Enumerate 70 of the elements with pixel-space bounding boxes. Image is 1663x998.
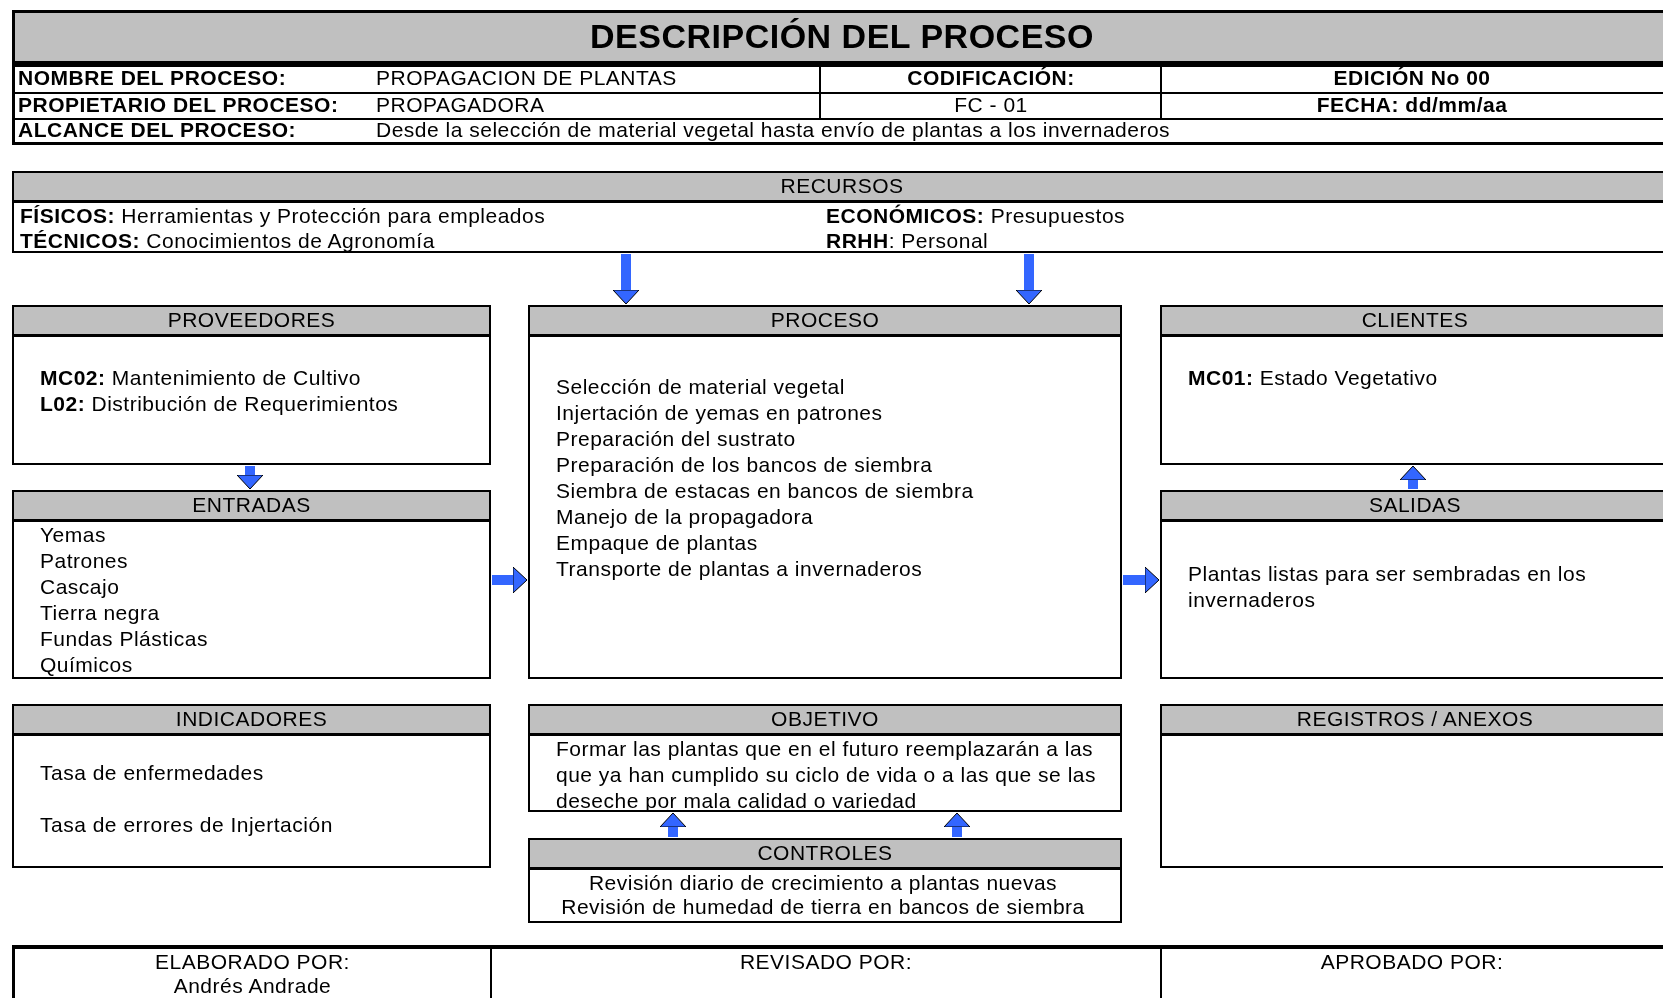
field-value: PROPAGACION DE PLANTAS (376, 66, 677, 89)
item-text: Transporte de plantas a invernaderos (556, 557, 923, 580)
item-text: RRHH: Personal (826, 229, 989, 252)
block-arrow (612, 254, 640, 305)
section-panel (1160, 704, 1663, 868)
section-panel (12, 490, 491, 679)
field-label: ALCANCE DEL PROCESO: (18, 118, 296, 141)
item-text: Preparación de los bancos de siembra (556, 453, 933, 476)
objective-text: Formar las plantas que en el futuro reemplazarán a las que ya han cumplido su ciclo de vida o a las que se las deseche por mala calidad o variedad (556, 737, 1096, 812)
item-text: FÍSICOS: Herramientas y Protección para empleados (20, 204, 546, 227)
item-text: MC01: Estado Vegetativo (1188, 366, 1438, 389)
block-arrow (943, 812, 971, 837)
field-label: CODIFICACIÓN: (907, 66, 1075, 89)
signature-name: Andrés Andrade (173, 974, 332, 997)
block-arrow (492, 566, 528, 594)
section-heading: ENTRADAS (14, 492, 489, 522)
item-text: Manejo de la propagadora (556, 505, 814, 528)
item-text: Selección de material vegetal (556, 375, 845, 398)
item-text: Empaque de plantas (556, 531, 758, 554)
section-heading: REGISTROS / ANEXOS (1162, 706, 1663, 736)
section-panel (528, 305, 1122, 679)
block-arrow (1399, 465, 1427, 489)
section-heading: PROCESO (530, 307, 1120, 337)
section-heading: INDICADORES (14, 706, 489, 736)
section-heading: PROVEEDORES (14, 307, 489, 337)
item-text: Tierra negra (40, 601, 160, 624)
item-text: TÉCNICOS: Conocimientos de Agronomía (20, 229, 435, 252)
field-label: NOMBRE DEL PROCESO: (18, 66, 287, 89)
section-panel (12, 704, 491, 868)
field-label: FECHA: dd/mm/aa (1316, 93, 1508, 116)
signature-label: APROBADO POR: (1320, 950, 1504, 973)
field-label: PROPIETARIO DEL PROCESO: (18, 93, 339, 116)
item-text: Tasa de errores de Injertación (40, 813, 333, 836)
item-text: Tasa de enfermedades (40, 761, 264, 784)
item-text: MC02: Mantenimiento de Cultivo (40, 366, 361, 389)
signature-label: REVISADO POR: (739, 950, 913, 973)
field-value: Desde la selección de material vegetal hasta envío de plantas a los invernaderos (376, 118, 1171, 141)
section-panel (528, 704, 1122, 812)
block-arrow (236, 466, 264, 490)
item-text: Siembra de estacas en bancos de siembra (556, 479, 974, 502)
block-arrow (1015, 254, 1043, 305)
item-text: L02: Distribución de Requerimientos (40, 392, 399, 415)
item-text: Cascajo (40, 575, 120, 598)
form-title: DESCRIPCIÓN DEL PROCESO (12, 10, 1663, 64)
item-text: Patrones (40, 549, 129, 572)
section-panel (12, 171, 1663, 253)
item-text: Preparación del sustrato (556, 427, 796, 450)
item-text: Fundas Plásticas (40, 627, 208, 650)
field-label: EDICIÓN No 00 (1333, 66, 1491, 89)
block-arrow (1123, 566, 1160, 594)
section-heading: CONTROLES (530, 840, 1120, 870)
section-panel (1160, 305, 1663, 465)
block-arrow (659, 812, 687, 837)
section-panel (1160, 490, 1663, 679)
section-heading: RECURSOS (14, 173, 1663, 203)
section-panel (528, 838, 1122, 923)
item-text: Plantas listas para ser sembradas en los invernaderos (1188, 562, 1587, 611)
section-heading: SALIDAS (1162, 492, 1663, 522)
item-text: ECONÓMICOS: Presupuestos (826, 204, 1126, 227)
item-text: Injertación de yemas en patrones (556, 401, 883, 424)
item-text: Revisión diario de crecimiento a plantas nuevas (588, 870, 1058, 896)
signature-label: ELABORADO POR: (155, 950, 350, 973)
section-heading: OBJETIVO (530, 706, 1120, 736)
section-heading: CLIENTES (1162, 307, 1663, 337)
item-text: Químicos (40, 653, 133, 676)
item-text: Yemas (40, 523, 106, 546)
field-value: FC - 01 (954, 93, 1028, 116)
field-value: PROPAGADORA (376, 93, 545, 116)
section-panel (12, 305, 491, 465)
item-text: Revisión de humedad de tierra en bancos de siembra (561, 894, 1085, 920)
